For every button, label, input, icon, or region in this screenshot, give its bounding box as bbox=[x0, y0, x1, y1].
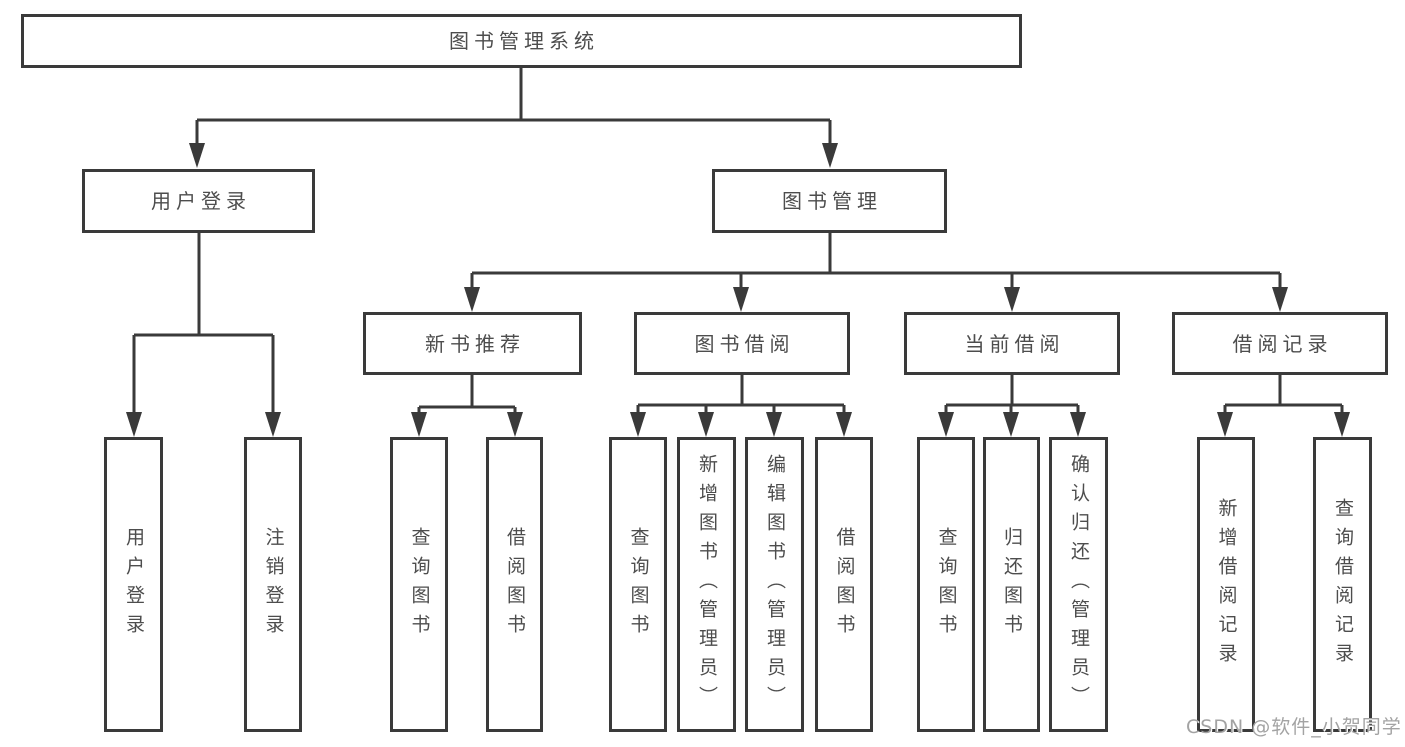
node-borrowing-records-label: 借阅记录 bbox=[1232, 331, 1333, 356]
leaf-query-books-current-label: 查询图书 bbox=[935, 526, 958, 643]
leaf-query-borrow-record-label: 查询借阅记录 bbox=[1332, 497, 1354, 672]
csdn-watermark: CSDN @软件_小贺同学 bbox=[1186, 716, 1402, 738]
node-root-system: 图书管理系统 bbox=[21, 14, 1022, 68]
leaf-logout: 注销登录 bbox=[244, 437, 302, 732]
node-book-borrowing: 图书借阅 bbox=[634, 312, 850, 375]
leaf-add-books-admin-label: 新增图书（管理员） bbox=[696, 454, 718, 715]
leaf-query-books-current: 查询图书 bbox=[917, 437, 975, 732]
node-new-book-recommend: 新书推荐 bbox=[363, 312, 582, 375]
leaf-query-borrow-record: 查询借阅记录 bbox=[1313, 437, 1372, 732]
leaf-edit-books-admin: 编辑图书（管理员） bbox=[745, 437, 804, 732]
leaf-query-books-recommend: 查询图书 bbox=[390, 437, 448, 732]
node-book-borrowing-label: 图书借阅 bbox=[694, 331, 795, 356]
node-borrowing-records: 借阅记录 bbox=[1172, 312, 1388, 375]
leaf-query-books-borrowing-label: 查询图书 bbox=[627, 526, 650, 643]
leaf-borrow-books-recommend: 借阅图书 bbox=[486, 437, 543, 732]
node-user-login-label: 用户登录 bbox=[151, 189, 251, 213]
node-book-management: 图书管理 bbox=[712, 169, 947, 233]
node-root-system-label: 图书管理系统 bbox=[449, 29, 599, 53]
node-current-borrowing: 当前借阅 bbox=[904, 312, 1120, 375]
node-new-book-recommend-label: 新书推荐 bbox=[425, 331, 525, 356]
leaf-borrow-books: 借阅图书 bbox=[815, 437, 873, 732]
leaf-add-borrow-record: 新增借阅记录 bbox=[1197, 437, 1255, 732]
leaf-add-books-admin: 新增图书（管理员） bbox=[677, 437, 736, 732]
leaf-logout-label: 注销登录 bbox=[262, 526, 285, 643]
leaf-confirm-return-admin: 确认归还（管理员） bbox=[1049, 437, 1108, 732]
leaf-confirm-return-admin-label: 确认归还（管理员） bbox=[1068, 454, 1090, 715]
leaf-edit-books-admin-label: 编辑图书（管理员） bbox=[764, 454, 786, 715]
leaf-user-login: 用户登录 bbox=[104, 437, 163, 732]
leaf-add-borrow-record-label: 新增借阅记录 bbox=[1215, 497, 1238, 672]
leaf-return-books-label: 归还图书 bbox=[1001, 526, 1023, 643]
leaf-query-books-borrowing: 查询图书 bbox=[609, 437, 667, 732]
node-user-login: 用户登录 bbox=[82, 169, 315, 233]
leaf-user-login-label: 用户登录 bbox=[123, 526, 145, 643]
leaf-query-books-recommend-label: 查询图书 bbox=[408, 526, 431, 643]
leaf-return-books: 归还图书 bbox=[983, 437, 1040, 732]
node-current-borrowing-label: 当前借阅 bbox=[964, 331, 1065, 356]
node-book-management-label: 图书管理 bbox=[782, 189, 882, 213]
leaf-borrow-books-label: 借阅图书 bbox=[833, 526, 856, 643]
leaf-borrow-books-recommend-label: 借阅图书 bbox=[504, 526, 526, 643]
